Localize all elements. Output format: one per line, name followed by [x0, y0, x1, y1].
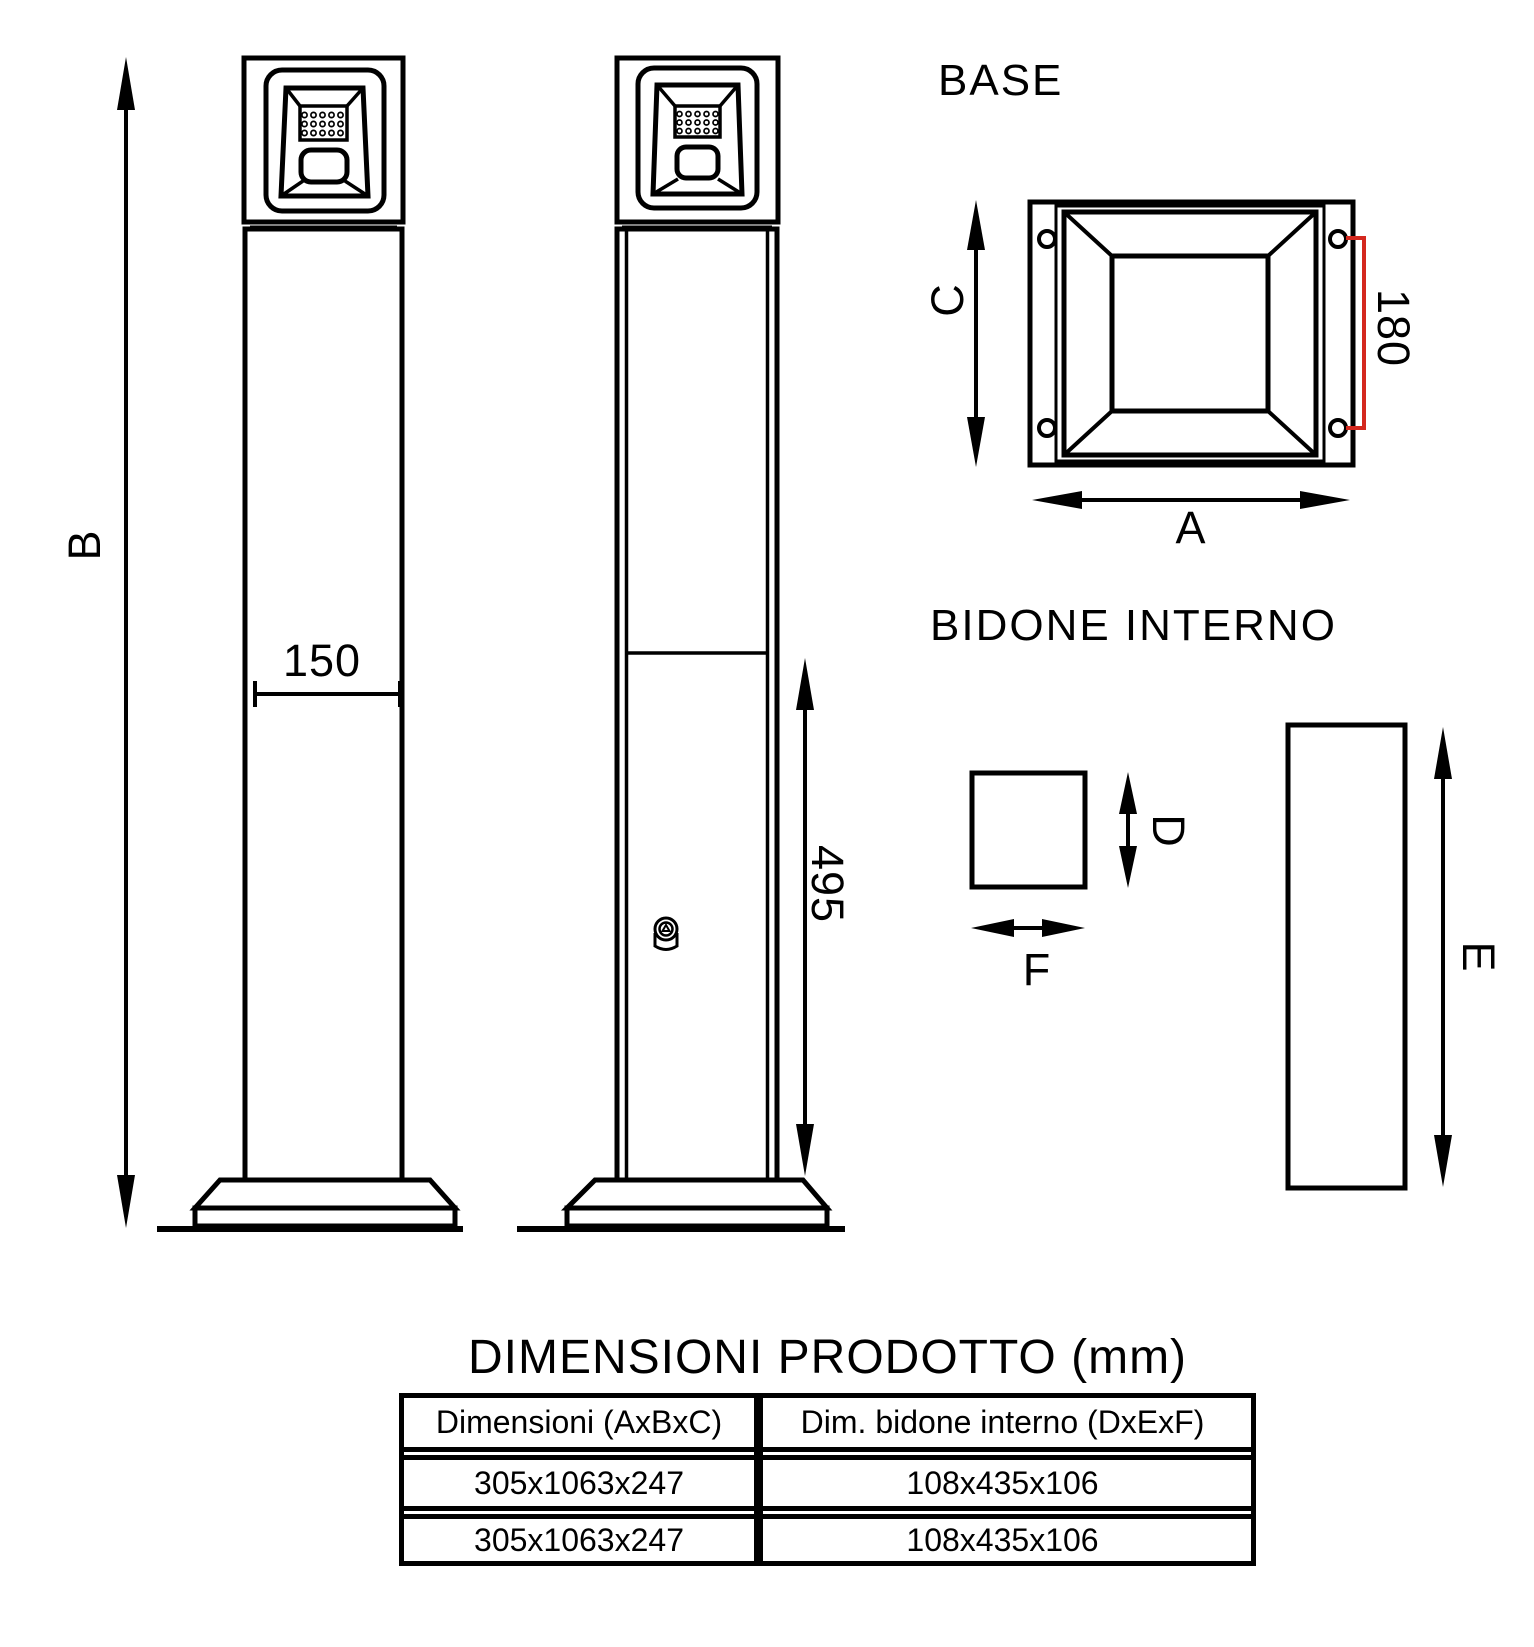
- bin-top-view: [969, 770, 1088, 890]
- dim-arrow-495: [796, 658, 814, 1176]
- inner-bin-views: [969, 722, 1452, 1191]
- drain-holes-grid: [676, 110, 719, 135]
- dim-label-e: E: [1453, 941, 1504, 972]
- table-column-divider: [754, 1393, 763, 1566]
- dim-arrow-a: [1032, 491, 1350, 509]
- dim-label-d: D: [1143, 814, 1194, 848]
- base-view-title: BASE: [938, 56, 1063, 105]
- product-dimensions-table: Dimensioni (AxBxC) Dim. bidone interno (…: [399, 1393, 1256, 1566]
- dim-label-495: 495: [802, 845, 853, 923]
- dim-arrow-f: [971, 919, 1085, 937]
- dim-label-150: 150: [283, 635, 361, 686]
- dim-150: [253, 681, 402, 707]
- header-dimensions: Dimensioni (AxBxC): [404, 1393, 754, 1452]
- dimensions-value-row1: 305x1063x247: [404, 1455, 754, 1511]
- dim-label-b: B: [59, 529, 110, 560]
- inner-bin-value-row1: 108x435x106: [754, 1455, 1251, 1511]
- ashtray-head-front: [241, 55, 406, 225]
- front-view: [117, 55, 463, 1232]
- dim-arrow-d: [1119, 772, 1137, 888]
- inner-bin-title: BIDONE INTERNO: [930, 601, 1337, 650]
- dim-label-180: 180: [1368, 289, 1419, 367]
- column-body-side: [614, 226, 780, 1183]
- dim-arrow-c: [967, 200, 985, 467]
- dim-label-a: A: [1175, 502, 1206, 553]
- drain-holes-grid: [301, 111, 344, 137]
- mounting-holes: [1037, 229, 1348, 438]
- dimensions-value-row2: 305x1063x247: [404, 1514, 754, 1566]
- pedestal-base-front: [157, 1177, 463, 1232]
- column-body-front: [242, 226, 405, 1183]
- dim-label-f: F: [1023, 944, 1052, 995]
- dim-bracket-180: [1346, 236, 1366, 430]
- pedestal-base-side: [517, 1177, 845, 1232]
- bin-side-view: [1285, 722, 1408, 1191]
- side-view: [517, 55, 845, 1232]
- header-inner-bin: Dim. bidone interno (DxExF): [754, 1393, 1251, 1452]
- dim-label-c: C: [922, 283, 973, 317]
- access-door: [624, 229, 770, 1180]
- inner-bin-value-row2: 108x435x106: [754, 1514, 1251, 1566]
- lock-icon: [653, 916, 679, 951]
- dim-arrow-b: [117, 57, 135, 1228]
- dim-arrow-e: [1434, 727, 1452, 1187]
- table-title: DIMENSIONI PRODOTTO (mm): [467, 1331, 1188, 1384]
- base-top-view: [967, 199, 1366, 509]
- ashtray-head-side: [614, 55, 781, 225]
